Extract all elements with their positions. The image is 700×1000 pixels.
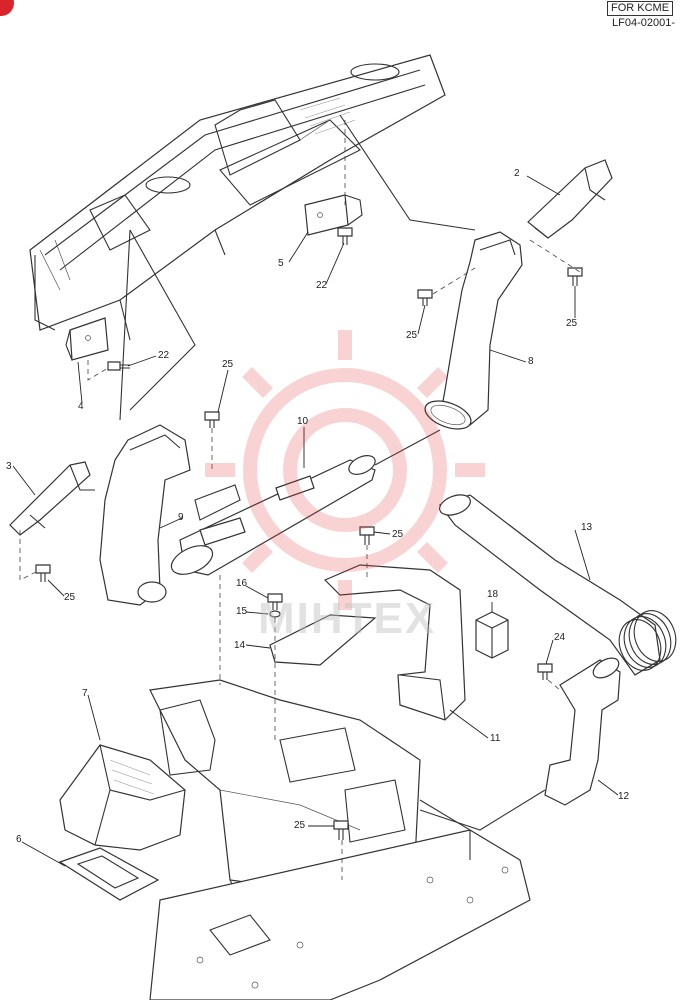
bolt-16 — [267, 593, 283, 610]
pad-14 — [269, 614, 377, 666]
bolt-24 — [537, 663, 553, 680]
callout-15: 15 — [236, 606, 248, 617]
callout-25: 25 — [566, 318, 578, 329]
callout-18: 18 — [487, 589, 499, 600]
callout-12: 12 — [618, 791, 630, 802]
callout-4: 4 — [78, 401, 84, 412]
callout-2: 2 — [514, 168, 520, 179]
callout-25: 25 — [294, 820, 306, 831]
bracket-4 — [65, 317, 109, 361]
bolt-25-right-upper — [567, 267, 583, 286]
callout-25: 25 — [64, 592, 76, 603]
callout-16: 16 — [236, 578, 248, 589]
callout-24: 24 — [554, 632, 566, 643]
leader-lines — [12, 175, 619, 867]
callout-22: 22 — [316, 280, 328, 291]
connection-lines — [119, 114, 546, 831]
callout-22: 22 — [158, 350, 170, 361]
bolt-22-upper — [337, 227, 353, 245]
callout-13: 13 — [581, 522, 593, 533]
alignment-lines — [19, 120, 581, 880]
duct-11 — [323, 564, 466, 721]
washer-15 — [269, 610, 281, 618]
variant-tag: FOR KCME — [607, 1, 674, 16]
callout-5: 5 — [278, 258, 284, 269]
callout-25: 25 — [406, 330, 418, 341]
bracket-2 — [527, 159, 613, 239]
duct-10 — [170, 455, 376, 576]
callout-7: 7 — [82, 688, 88, 699]
bracket-5 — [304, 194, 363, 236]
callout-25: 25 — [392, 529, 404, 540]
bolt-25-duct-8 — [417, 289, 433, 306]
callout-14: 14 — [234, 640, 246, 651]
callout-6: 6 — [16, 834, 22, 845]
bracket-3 — [9, 461, 95, 536]
callout-25: 25 — [222, 359, 234, 370]
bolt-25-left — [35, 564, 51, 582]
bolt-22-lower — [107, 361, 130, 371]
floor-plate — [149, 799, 531, 1000]
duct-9 — [99, 424, 191, 606]
block-18 — [475, 611, 509, 659]
gasket-6 — [58, 847, 160, 901]
reference-code: LF04-02001- — [612, 17, 675, 29]
callout-8: 8 — [528, 356, 534, 367]
callout-11: 11 — [490, 733, 501, 744]
watermark-text: MIHTEX — [258, 594, 437, 643]
filter-7 — [59, 744, 186, 851]
duct-12 — [544, 657, 621, 806]
cab-frame-top — [29, 54, 446, 341]
callout-10: 10 — [297, 416, 309, 427]
callout-9: 9 — [178, 512, 184, 523]
duct-8 — [424, 231, 523, 430]
callout-3: 3 — [6, 461, 12, 472]
duct-13 — [439, 494, 677, 676]
bolt-25-duct-11 — [359, 526, 375, 545]
bolt-25-duct-9 — [204, 411, 220, 428]
